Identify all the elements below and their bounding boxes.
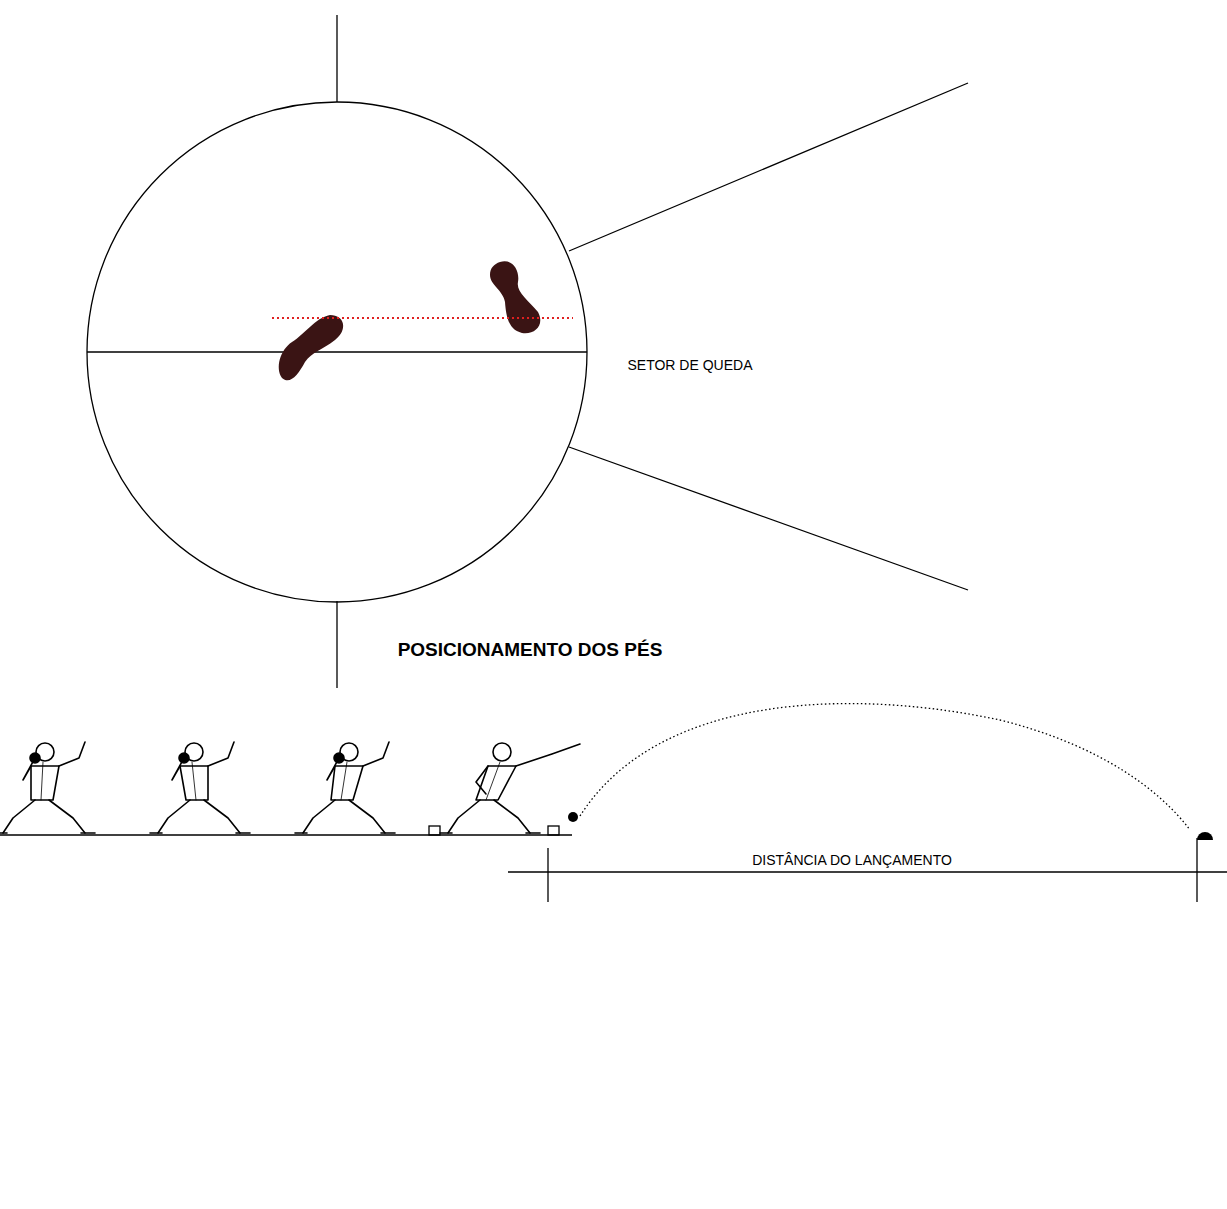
throwing-circle bbox=[87, 102, 587, 602]
athlete bbox=[150, 742, 250, 833]
foot bbox=[279, 315, 343, 380]
athlete bbox=[0, 742, 95, 833]
axis-line bbox=[336, 15, 337, 102]
sector-line bbox=[569, 83, 968, 251]
stop-board bbox=[429, 826, 440, 835]
foot bbox=[490, 261, 540, 333]
figure-caption: POSICIONAMENTO DOS PÉS bbox=[395, 639, 666, 662]
sector-line bbox=[569, 447, 968, 590]
athlete bbox=[440, 743, 580, 833]
measure-tick bbox=[1196, 838, 1197, 902]
alignment-line bbox=[272, 317, 573, 319]
text-label: SETOR DE QUEDA bbox=[625, 357, 756, 374]
diameter-line bbox=[87, 351, 587, 352]
footprints bbox=[279, 261, 541, 380]
measure-tick bbox=[547, 848, 548, 902]
text-label: DISTÂNCIA DO LANÇAMENTO bbox=[749, 852, 955, 869]
axis-line bbox=[336, 601, 337, 688]
ground-line bbox=[0, 834, 572, 835]
shot-ball bbox=[568, 812, 578, 822]
stop-board bbox=[548, 826, 559, 835]
athlete bbox=[295, 742, 395, 833]
athlete-figures bbox=[0, 742, 580, 833]
measure-line bbox=[508, 871, 1227, 872]
landing-mark bbox=[1197, 832, 1213, 840]
trajectory bbox=[580, 704, 1190, 830]
